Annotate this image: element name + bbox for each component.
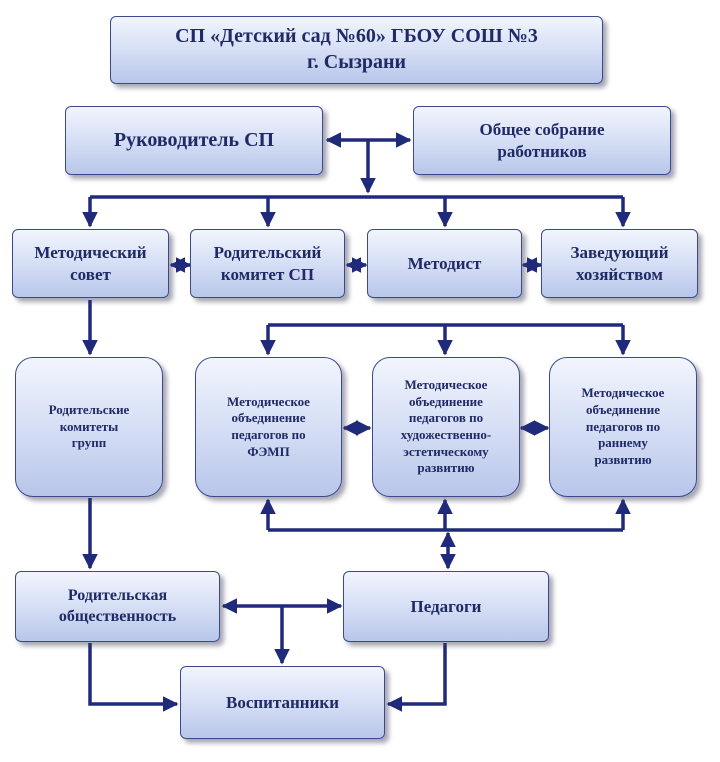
node-mo-femp: Методическое объединение педагогов по ФЭ… xyxy=(195,357,342,497)
node-parent-committee: Родительский комитет СП xyxy=(190,229,345,298)
node-group-committees: Родительские комитеты групп xyxy=(15,357,163,497)
node-methodist: Методист xyxy=(367,229,522,298)
node-parent-community: Родительская общественность xyxy=(15,571,220,642)
title-line-1: СП «Детский сад №60» ГБОУ СОШ №3 xyxy=(175,25,538,48)
node-pupils: Воспитанники xyxy=(180,666,385,739)
node-mo-early: Методическое объединение педагогов по ра… xyxy=(549,357,697,497)
node-head: Руководитель СП xyxy=(65,106,323,175)
node-assembly: Общее собрание работников xyxy=(413,106,671,175)
node-teachers: Педагоги xyxy=(343,571,549,642)
node-method-council: Методический совет xyxy=(12,229,169,298)
node-mo-art: Методическое объединение педагогов по ху… xyxy=(372,357,520,497)
title-line-2: г. Сызрани xyxy=(306,51,407,73)
page-title: СП «Детский сад №60» ГБОУ СОШ №3 г. Сызр… xyxy=(110,16,603,84)
node-supply-manager: Заведующий хозяйством xyxy=(541,229,698,298)
